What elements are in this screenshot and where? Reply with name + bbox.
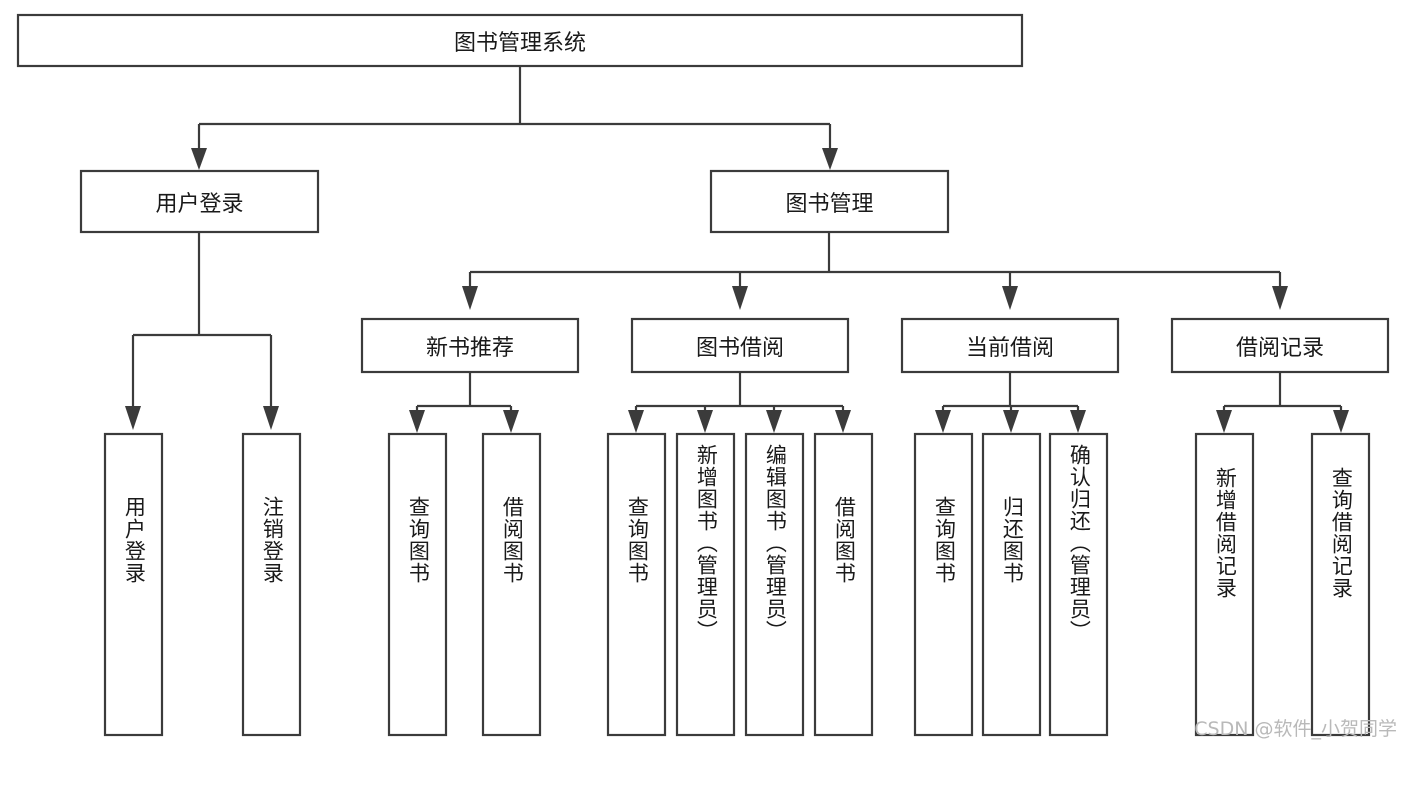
tree-diagram-svg [16, 13, 1390, 737]
connector-user-login-to-leaves [125, 232, 279, 430]
node-box-borrow-records[interactable] [1170, 317, 1390, 374]
node-box-root[interactable] [16, 13, 1024, 68]
connector-new-book-recommend-to-leaves [409, 372, 519, 433]
connector-book-borrow-to-leaves [628, 372, 851, 433]
connector-book-management-to-level3 [462, 232, 1288, 310]
leaf-box-user-login-1[interactable] [241, 432, 302, 737]
arrow-head-icon [191, 148, 207, 170]
node-box-book-management[interactable] [709, 169, 950, 234]
connector-current-borrow-to-leaves [935, 372, 1086, 433]
leaf-box-book-borrow-2[interactable] [744, 432, 805, 737]
node-box-new-book-recommend[interactable] [360, 317, 580, 374]
leaf-box-book-borrow-1[interactable] [675, 432, 736, 737]
leaf-box-current-borrow-0[interactable] [913, 432, 974, 737]
node-box-current-borrow[interactable] [900, 317, 1120, 374]
leaf-box-new-book-0[interactable] [387, 432, 448, 737]
diagram-canvas: 图书管理系统 用户登录 图书管理 新书推荐 图书借阅 当前借阅 借阅记录 用户登… [16, 13, 1397, 740]
leaf-box-book-borrow-3[interactable] [813, 432, 874, 737]
leaf-box-borrow-records-0[interactable] [1194, 432, 1255, 737]
arrow-head-icon [822, 148, 838, 170]
leaf-box-book-borrow-0[interactable] [606, 432, 667, 737]
node-box-book-borrow[interactable] [630, 317, 850, 374]
leaf-box-user-login-0[interactable] [103, 432, 164, 737]
node-box-user-login[interactable] [79, 169, 320, 234]
leaf-box-current-borrow-2[interactable] [1048, 432, 1109, 737]
leaf-box-new-book-1[interactable] [481, 432, 542, 737]
leaf-box-borrow-records-1[interactable] [1310, 432, 1371, 737]
leaf-box-current-borrow-1[interactable] [981, 432, 1042, 737]
connector-borrow-records-to-leaves [1216, 372, 1349, 433]
connector-root-to-level2 [191, 66, 838, 170]
